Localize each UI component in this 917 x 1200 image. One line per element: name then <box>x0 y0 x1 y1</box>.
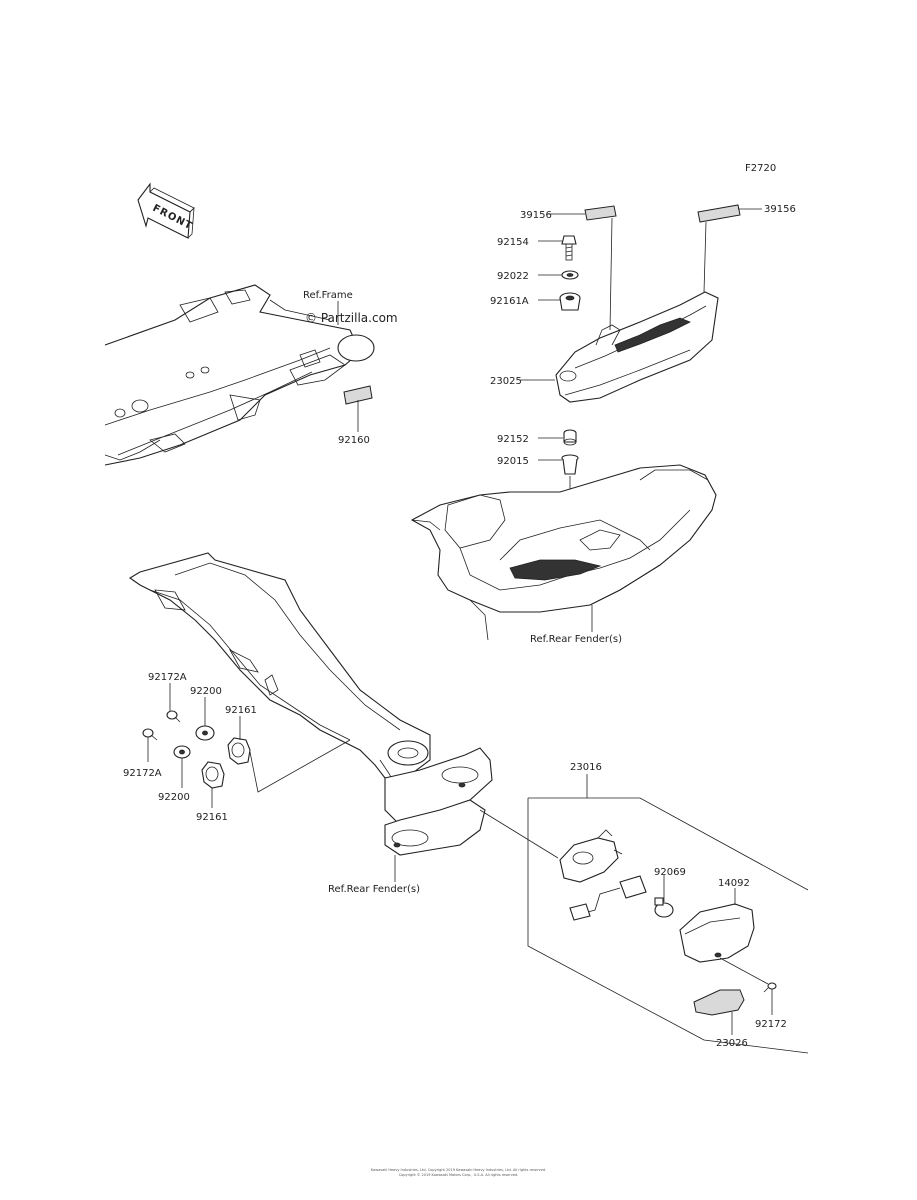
part-92161-top: 92161 <box>225 705 257 716</box>
screw-92172a-bottom <box>142 728 158 741</box>
footer-line-2: Copyright © 2019 Kawasaki Motors Corp., … <box>398 1173 519 1177</box>
socket-wire <box>569 875 647 921</box>
footer-copyright: Kawasaki Heavy Industries, Ltd. Copyrigh… <box>0 1168 917 1178</box>
part-92161-bottom: 92161 <box>196 812 228 823</box>
part-92200-top: 92200 <box>190 686 222 697</box>
part-92015: 92015 <box>497 456 529 467</box>
footer-line-1: Kawasaki Heavy Industries, Ltd. Copyrigh… <box>370 1168 547 1172</box>
part-92172: 92172 <box>755 1019 787 1030</box>
label-92160 <box>343 385 373 405</box>
bulb-92069 <box>654 897 674 918</box>
part-23025: 23025 <box>490 376 522 387</box>
license-light-base <box>559 829 623 883</box>
ref-rear-fender-lower-label: Ref.Rear Fender(s) <box>328 884 420 895</box>
grommet-92161-bottom <box>201 761 225 789</box>
frame-drawing <box>104 284 375 466</box>
bolt-92154 <box>561 235 577 261</box>
rear-fender-upper-drawing <box>410 464 717 641</box>
figure-code: F2720 <box>745 163 776 174</box>
screw-92172a-top <box>166 710 181 723</box>
watermark: © Partzilla.com <box>305 311 398 325</box>
washer-92200-bottom <box>173 745 191 759</box>
label-39156-right <box>697 204 741 223</box>
lens-cover-14092 <box>679 903 755 963</box>
front-arrow-icon: FRONT <box>137 182 195 239</box>
part-92154: 92154 <box>497 237 529 248</box>
label-39156-left <box>584 205 617 221</box>
screw-92172 <box>763 982 777 993</box>
part-92200-bottom: 92200 <box>158 792 190 803</box>
part-92172a-bottom: 92172A <box>123 768 162 779</box>
part-92172a-top: 92172A <box>148 672 187 683</box>
washer-92200-top <box>195 725 215 741</box>
part-39156-right: 39156 <box>764 204 796 215</box>
ref-rear-fender-upper-label: Ref.Rear Fender(s) <box>530 634 622 645</box>
part-23026: 23026 <box>716 1038 748 1049</box>
tail-light-23025 <box>555 291 719 403</box>
part-92161a: 92161A <box>490 296 529 307</box>
license-bracket-drawing <box>128 552 493 856</box>
grommet-92161-top <box>227 737 251 765</box>
nut-92015 <box>561 454 579 475</box>
ref-frame-label: Ref.Frame <box>303 290 353 301</box>
grommet-92161a <box>559 292 581 311</box>
gasket-23026 <box>693 989 745 1016</box>
part-92022: 92022 <box>497 271 529 282</box>
part-39156-left: 39156 <box>520 210 552 221</box>
part-92152: 92152 <box>497 434 529 445</box>
part-23016: 23016 <box>570 762 602 773</box>
collar-92152 <box>563 429 577 446</box>
part-92160: 92160 <box>338 435 370 446</box>
part-14092: 14092 <box>718 878 750 889</box>
part-92069: 92069 <box>654 867 686 878</box>
